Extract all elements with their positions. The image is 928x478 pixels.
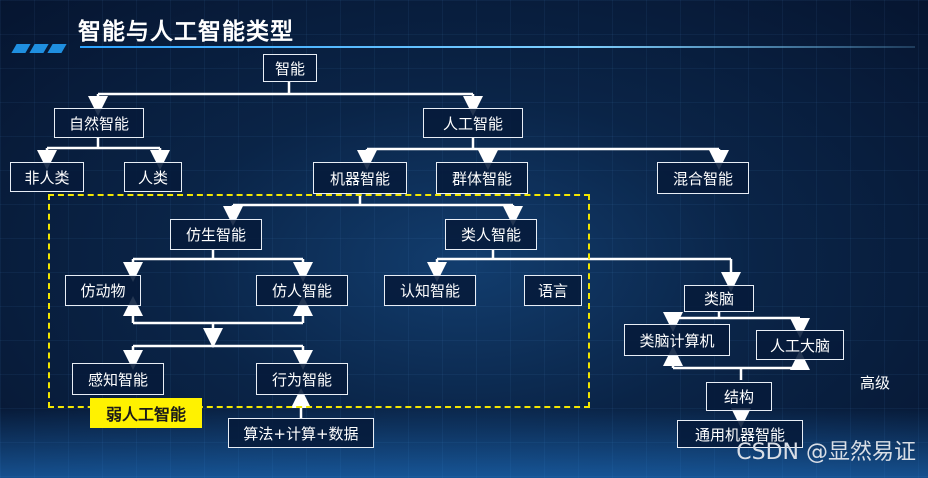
node-animal-like: 仿动物: [65, 275, 141, 306]
node-brain-like-computer: 类脑计算机: [624, 324, 730, 356]
node-intelligence: 智能: [263, 54, 317, 82]
node-artificial-intelligence: 人工智能: [423, 108, 523, 138]
node-artificial-brain: 人工大脑: [756, 330, 844, 360]
node-structure: 结构: [706, 382, 772, 411]
weak-ai-boundary: [48, 194, 590, 408]
node-nonhuman: 非人类: [10, 162, 84, 192]
node-language: 语言: [524, 275, 582, 306]
weak-ai-label: 弱人工智能: [90, 398, 202, 428]
node-hybrid-intelligence: 混合智能: [657, 162, 749, 194]
node-bionic-intelligence: 仿生智能: [170, 219, 262, 250]
page-title: 智能与人工智能类型: [78, 19, 294, 45]
node-perception-intelligence: 感知智能: [72, 363, 164, 395]
label-advanced: 高级: [860, 374, 891, 392]
node-natural-intelligence: 自然智能: [54, 108, 144, 138]
node-cognitive-intelligence: 认知智能: [384, 275, 476, 306]
node-humanoid-intelligence: 类人智能: [445, 219, 537, 250]
node-brain-like: 类脑: [684, 285, 754, 312]
watermark: CSDN @显然易证: [736, 440, 916, 465]
node-human: 人类: [124, 162, 182, 192]
node-human-like-intelligence: 仿人智能: [256, 275, 348, 306]
node-machine-intelligence: 机器智能: [313, 162, 407, 194]
node-algorithm-compute-data: 算法+计算+数据: [228, 418, 374, 448]
node-general-machine-intelligence: 通用机器智能: [677, 420, 803, 448]
title-underline: [80, 46, 915, 48]
node-swarm-intelligence: 群体智能: [436, 162, 528, 194]
node-behavior-intelligence: 行为智能: [256, 363, 348, 395]
